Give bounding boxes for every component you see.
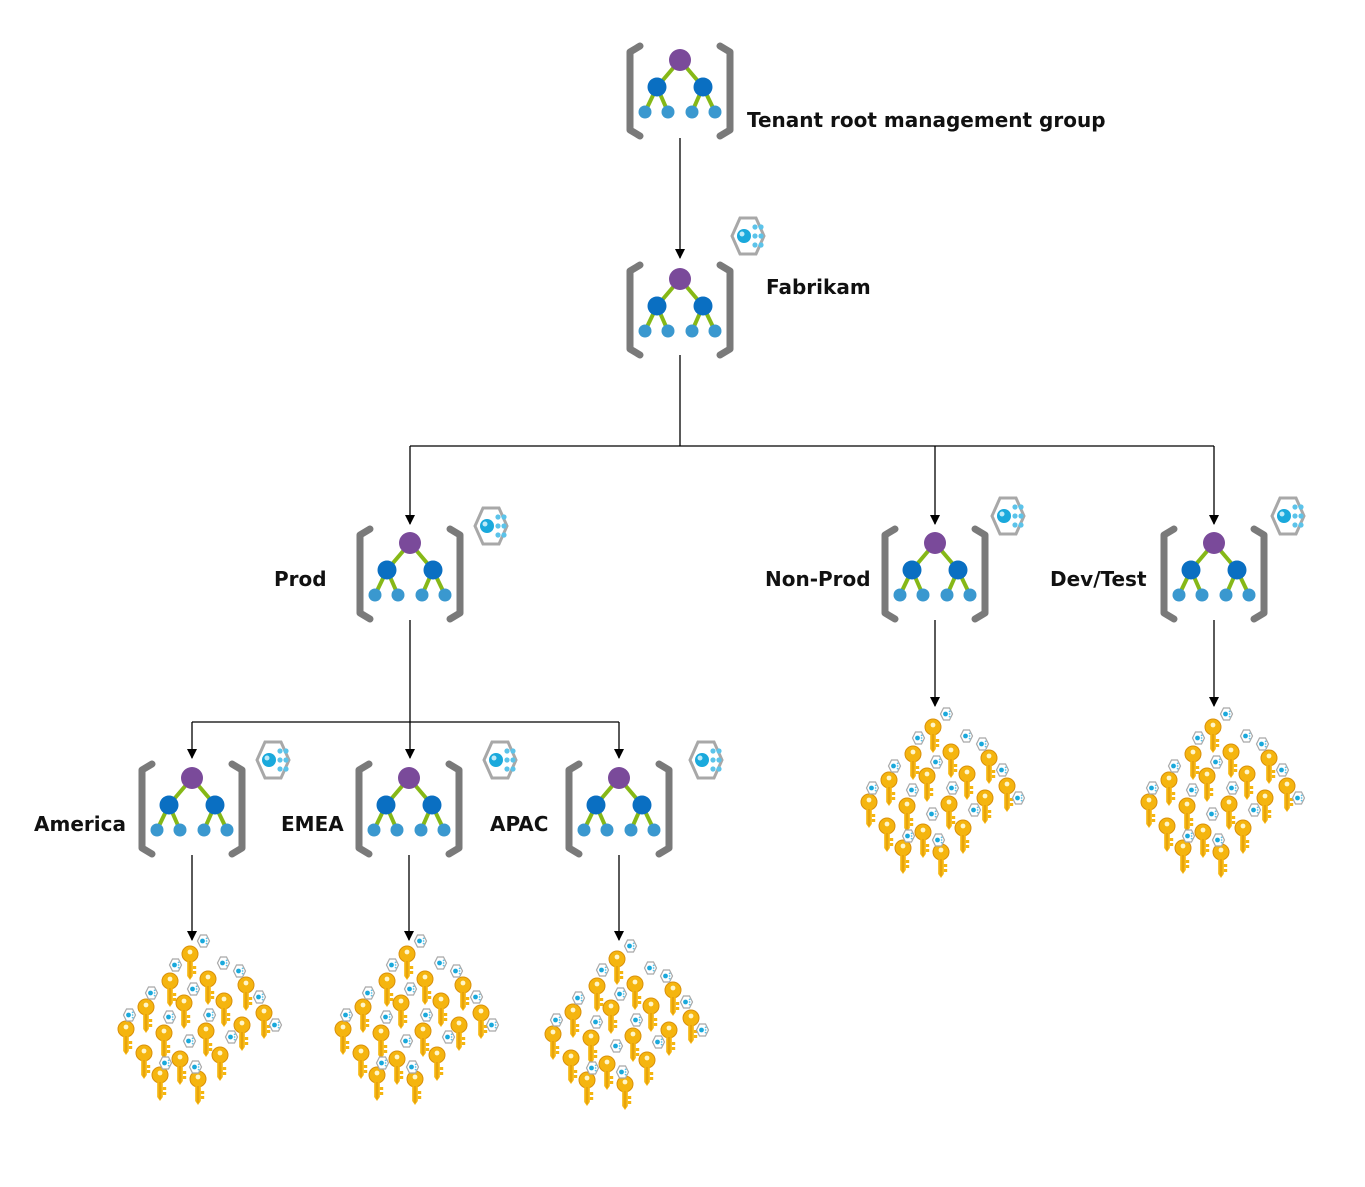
management-group-icon <box>142 764 242 854</box>
node-nonprod-label: Non-Prod <box>765 567 871 591</box>
policy-hexagon-icon <box>473 506 509 546</box>
management-group-icon <box>1164 529 1264 619</box>
node-prod: Prod <box>274 506 509 619</box>
policy-hexagon-icon <box>255 740 291 780</box>
policy-hexagon-icon <box>688 740 724 780</box>
policy-hexagon-icon <box>482 740 518 780</box>
node-emea-label: EMEA <box>281 812 344 836</box>
management-group-icon <box>630 265 730 355</box>
node-emea: EMEA <box>281 740 518 854</box>
node-devtest-label: Dev/Test <box>1050 567 1147 591</box>
node-fabrikam-label: Fabrikam <box>766 275 871 299</box>
policy-hexagon-icon <box>990 496 1026 536</box>
node-prod-label: Prod <box>274 567 327 591</box>
key-icon <box>1141 708 1305 878</box>
management-group-icon <box>885 529 985 619</box>
node-root: Tenant root management group <box>630 46 1106 136</box>
node-fabrikam: Fabrikam <box>630 216 871 355</box>
key-icon <box>545 940 709 1110</box>
management-group-icon <box>360 529 460 619</box>
management-group-icon <box>569 764 669 854</box>
policy-hexagon-icon <box>1270 496 1306 536</box>
key-icon <box>335 935 499 1105</box>
key-icon <box>118 935 282 1105</box>
node-america-label: America <box>34 812 126 836</box>
node-devtest: Dev/Test <box>1050 496 1306 619</box>
key-icon <box>861 708 1025 878</box>
management-group-icon <box>630 46 730 136</box>
management-group-icon <box>359 764 459 854</box>
node-america: America <box>34 740 291 854</box>
node-apac-label: APAC <box>490 812 548 836</box>
policy-hexagon-icon <box>730 216 766 256</box>
connectors <box>187 138 1219 941</box>
node-root-label: Tenant root management group <box>747 108 1106 132</box>
node-nonprod: Non-Prod <box>765 496 1026 619</box>
node-apac: APAC <box>490 740 724 854</box>
